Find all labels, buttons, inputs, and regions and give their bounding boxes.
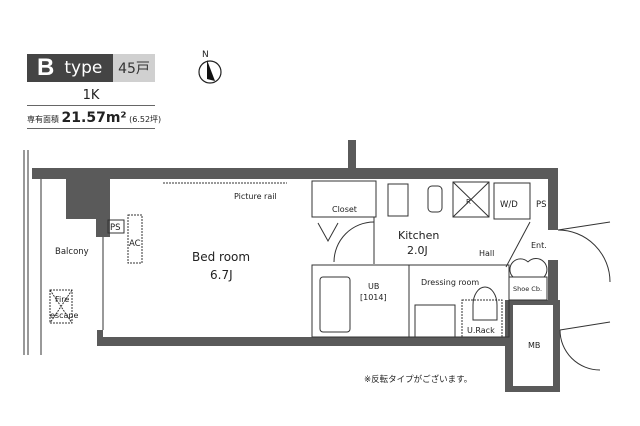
hall-label: Hall	[479, 249, 494, 258]
bedroom-label: Bed room	[192, 250, 250, 264]
area-tsubo: (6.52坪)	[129, 115, 162, 124]
area-value: 21.57m²	[61, 110, 127, 126]
picture-rail-label: Picture rail	[234, 192, 277, 201]
ps-label: PS	[110, 223, 121, 233]
type-letter: B	[37, 54, 55, 81]
ub-label: UB	[368, 282, 379, 291]
fixtures	[23, 150, 611, 371]
walls	[32, 140, 560, 392]
kitchen-size: 2.0J	[407, 244, 428, 257]
u-rack-label: U.Rack	[467, 326, 495, 335]
room-labels: Balcony Fire escape PS AC Bed room 6.7J …	[50, 192, 547, 350]
ps-label-2: PS	[536, 200, 547, 210]
type-word: type	[64, 58, 103, 78]
mb-label: MB	[528, 341, 540, 350]
layout-type: 1K	[82, 88, 100, 103]
north-arrow-icon: N	[198, 50, 222, 84]
entrance-label: Ent.	[531, 241, 547, 250]
area-label: 専有面積	[27, 115, 59, 124]
closet-label: Closet	[332, 205, 357, 214]
fire-escape-label: Fire	[55, 295, 69, 304]
ub-size: [1014]	[360, 293, 387, 302]
reverse-type-note: ※反転タイプがございます。	[364, 374, 472, 385]
fridge-label: R	[466, 198, 471, 206]
shoe-cabinet-label: Shoe Cb.	[513, 285, 542, 293]
fire-escape-label-2: escape	[50, 311, 78, 320]
kitchen-label: Kitchen	[398, 229, 439, 242]
wd-label: W/D	[500, 200, 518, 210]
type-badge: B type	[27, 54, 113, 82]
divider	[27, 128, 155, 129]
unit-count: 45戸	[113, 54, 155, 82]
ac-label: AC	[129, 239, 141, 249]
floor-area: 専有面積 21.57m² (6.52坪)	[27, 110, 161, 126]
bedroom-size: 6.7J	[210, 268, 233, 282]
dressing-room-label: Dressing room	[421, 278, 479, 287]
balcony-label: Balcony	[55, 247, 89, 257]
north-label: N	[202, 50, 209, 60]
unit-type-header: B type 45戸	[27, 54, 155, 82]
divider	[27, 105, 155, 106]
